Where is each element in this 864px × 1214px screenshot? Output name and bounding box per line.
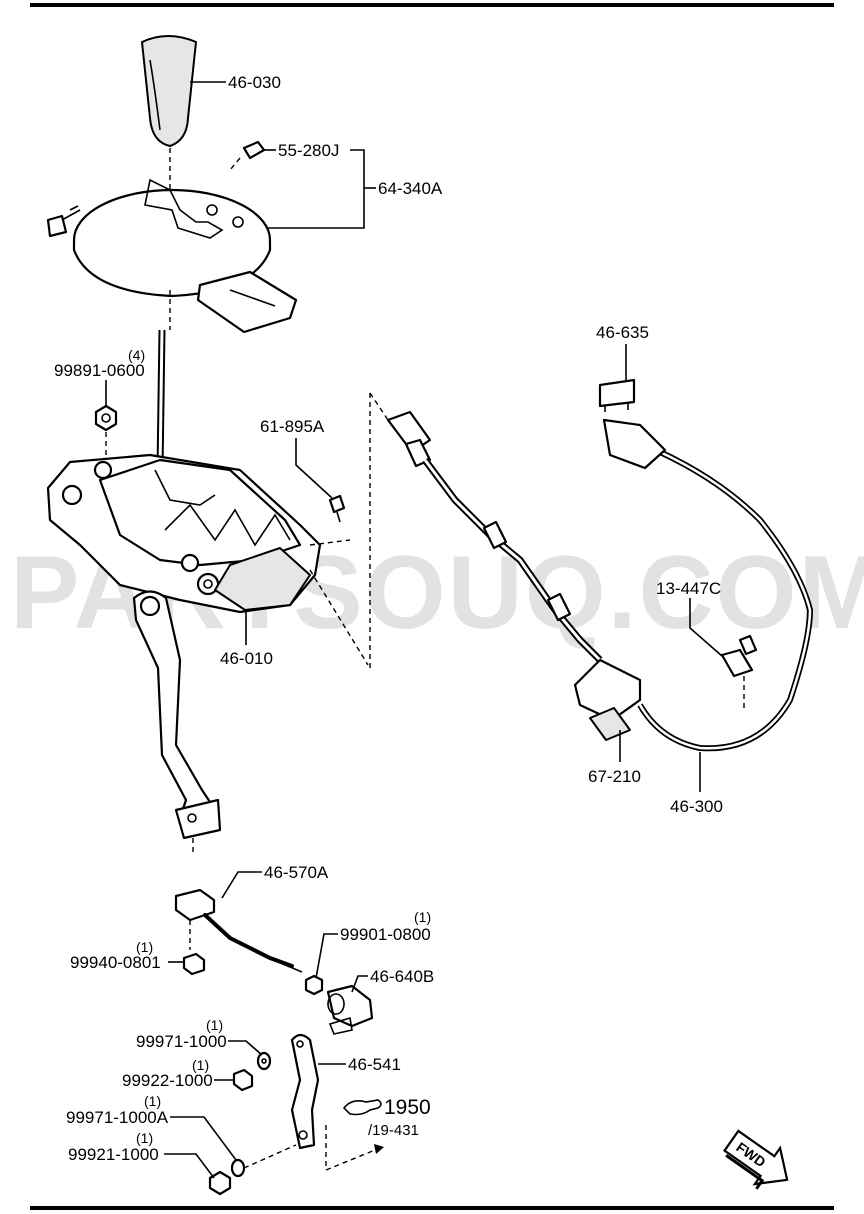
qty-99922-1000: (1) <box>192 1057 209 1073</box>
bushing-illustration <box>326 984 374 1035</box>
callout-46-570A: 46-570A <box>264 863 329 882</box>
nut-top-illustration <box>94 404 118 465</box>
nut-b-illustration <box>232 1068 254 1092</box>
callout-46-300: 46-300 <box>670 797 723 816</box>
screw-illustration <box>328 494 346 523</box>
small-nut-illustration <box>304 974 324 996</box>
shift-cable-illustration <box>386 378 814 752</box>
qty-99940-0801: (1) <box>136 939 153 955</box>
shift-lever-illustration <box>132 590 222 855</box>
callout-46-030: 46-030 <box>228 73 281 92</box>
bottom-border <box>30 1206 834 1210</box>
callout-55-280J: 55-280J <box>278 141 339 160</box>
callout-61-895A: 61-895A <box>260 417 325 436</box>
callout-46-635: 46-635 <box>596 323 649 342</box>
reference-group: 1950 <box>384 1096 431 1119</box>
qty-99891-0600: (4) <box>128 347 145 363</box>
callout-99971-1000A: 99971-1000A <box>66 1108 169 1127</box>
fwd-arrow-icon: FWD <box>723 1129 789 1190</box>
callout-99891-0600: 99891-0600 <box>54 361 145 380</box>
callout-99921-1000: 99921-1000 <box>68 1145 159 1164</box>
callout-46-640B: 46-640B <box>370 967 434 986</box>
guide-lines <box>309 392 389 668</box>
selector-lever-illustration <box>290 1033 384 1171</box>
qty-99921-1000: (1) <box>136 1130 153 1146</box>
callout-99940-0801: 99940-0801 <box>70 953 161 972</box>
callout-13-447C: 13-447C <box>656 579 721 598</box>
shift-knob-illustration <box>141 35 197 195</box>
shifter-base-illustration <box>46 453 322 614</box>
reference-pointer-icon <box>342 1099 382 1116</box>
callout-99971-1000: 99971-1000 <box>136 1032 227 1051</box>
callout-46-541: 46-541 <box>348 1055 401 1074</box>
indicator-panel-illustration <box>46 140 298 334</box>
callout-64-340A: 64-340A <box>378 179 443 198</box>
shift-rod-assembly-illustration <box>174 888 303 976</box>
callout-46-010: 46-010 <box>220 649 273 668</box>
qty-99901-0800: (1) <box>414 909 431 925</box>
callout-99901-0800: 99901-0800 <box>340 925 431 944</box>
callout-99922-1000: 99922-1000 <box>122 1071 213 1090</box>
washer-c-illustration <box>230 1144 297 1178</box>
reference-subgroup: /19-431 <box>368 1122 419 1139</box>
callout-67-210: 67-210 <box>588 767 641 786</box>
top-border <box>30 3 834 7</box>
qty-99971-1000A: (1) <box>144 1093 161 1109</box>
washer-a-illustration <box>256 1051 272 1071</box>
shift-rod-illustration <box>156 329 166 471</box>
nut-d-illustration <box>208 1170 232 1196</box>
leader-lines <box>105 81 723 1179</box>
qty-99971-1000: (1) <box>206 1017 223 1033</box>
